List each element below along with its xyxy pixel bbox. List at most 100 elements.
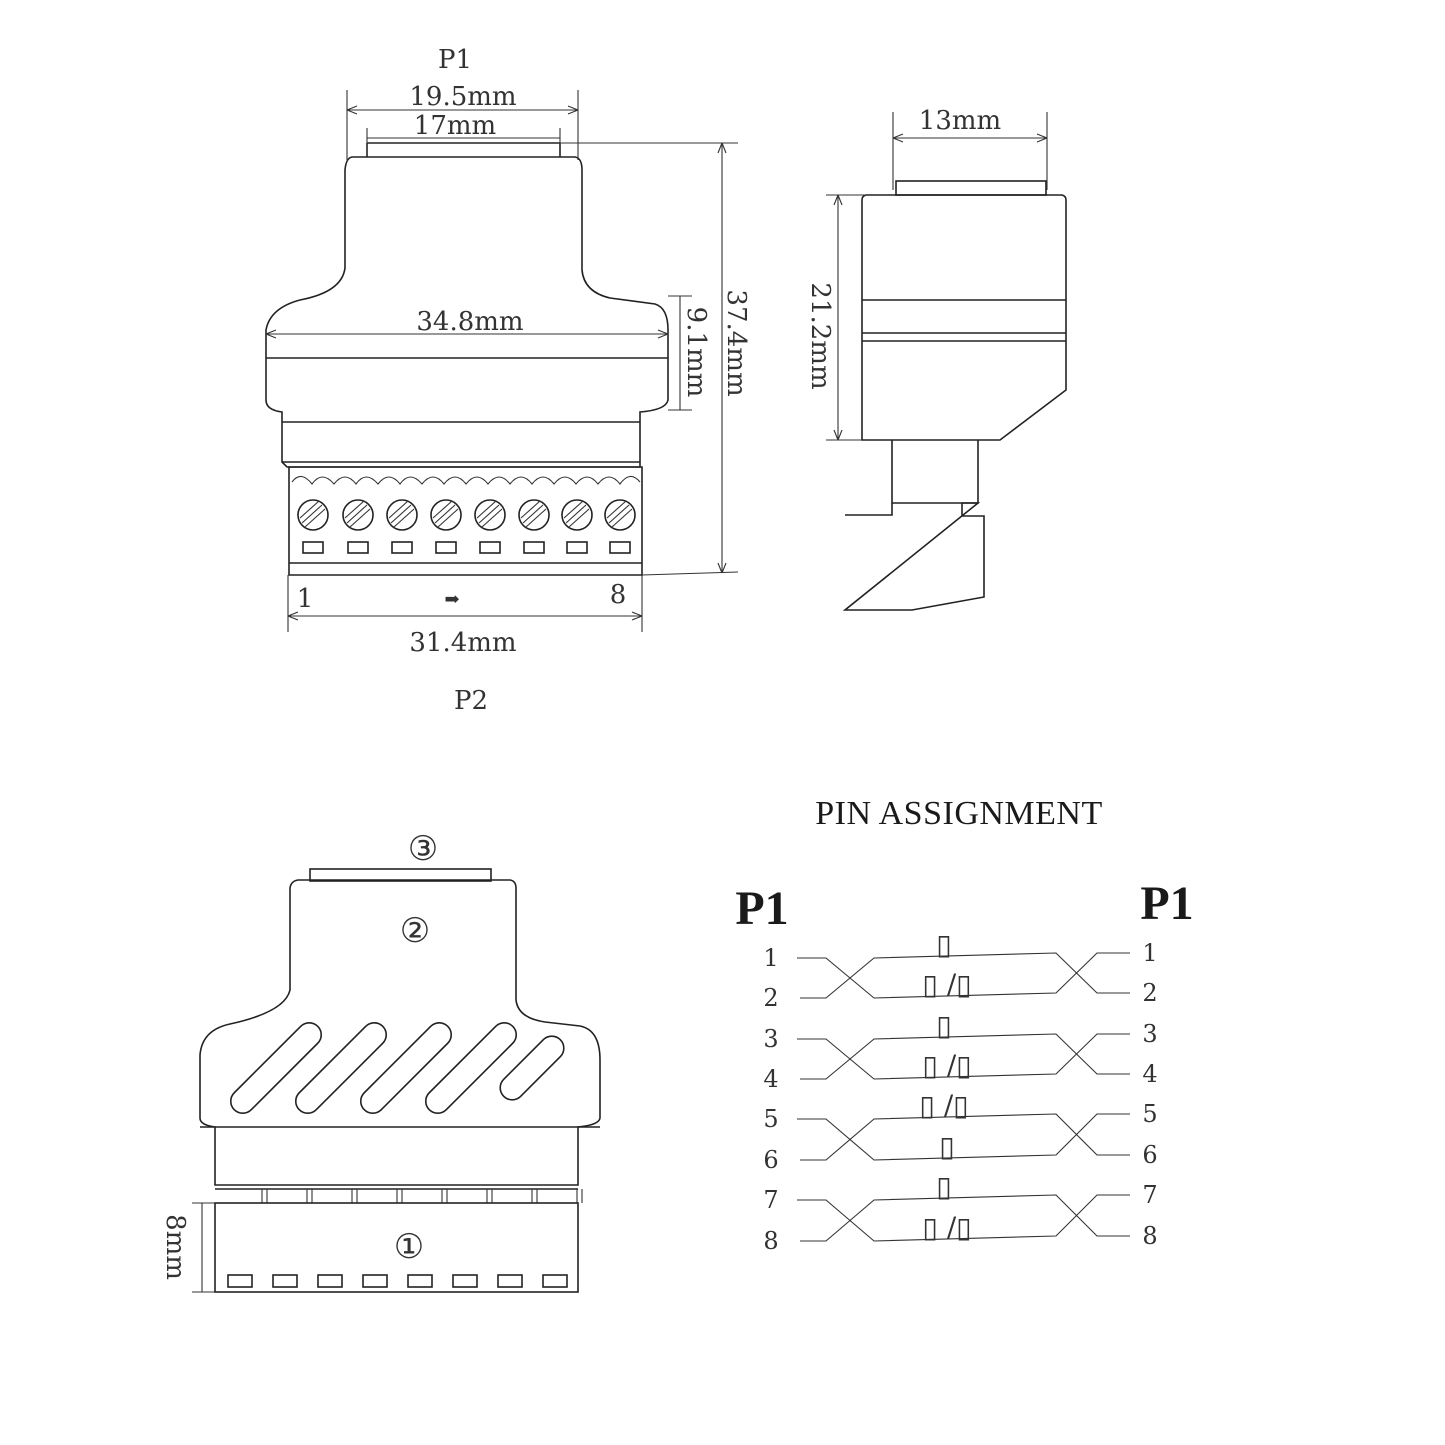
left-pin-number: 2 (763, 984, 778, 1012)
right-pin-number: 1 (1142, 939, 1157, 967)
right-pin-number: 2 (1142, 979, 1157, 1007)
dim-37-4-arrows (717, 142, 727, 574)
terminal-slot (391, 541, 413, 554)
left-pin-number: 1 (763, 944, 778, 972)
dim-37-4-ext-bottom (641, 571, 739, 576)
front-view: P1 19.5mm 17mm 34.8mm 9.1mm 37.4mm 1 ➡ 8… (265, 45, 751, 716)
right-pin-number: 8 (1142, 1222, 1157, 1250)
terminal-slot (302, 541, 324, 554)
terminal-screw (342, 499, 374, 531)
side-neck (891, 440, 979, 504)
terminal-slot (435, 541, 457, 554)
pair-color-top: ▯ (936, 1170, 951, 1203)
callout-terminal-slots (227, 1274, 568, 1288)
terminal-slot (609, 541, 631, 554)
pair-color-bottom: ▯ /▯ (922, 1211, 971, 1244)
left-pin-number: 7 (763, 1186, 778, 1214)
vent-slot (359, 1021, 453, 1115)
dim-31-4-arrows (287, 611, 643, 621)
side-terminal-outline (842, 502, 985, 611)
callout-part-2: ② (400, 911, 430, 951)
callout-slot (272, 1274, 298, 1288)
right-pin-number: 7 (1142, 1181, 1157, 1209)
dim-34-8-text: 34.8mm (416, 307, 523, 337)
terminal-screws (297, 499, 636, 531)
front-body-outline (265, 156, 669, 468)
dim-34-8-arrows (265, 329, 669, 339)
wire-pair: ▯ ▯ /▯ (797, 1009, 1130, 1082)
pin-assignment: PIN ASSIGNMENT P1 P1 1234567812345678▯▯ … (735, 795, 1193, 1255)
dim-9-1-text: 9.1mm (681, 307, 711, 398)
label-p1-top: P1 (438, 45, 472, 75)
vent-slot (424, 1021, 518, 1115)
dim-37-4-text: 37.4mm (721, 289, 751, 396)
terminal-slot (523, 541, 545, 554)
side-view: 13mm 21.2mm (805, 106, 1067, 611)
callout-slot (452, 1274, 478, 1288)
vent-slot (499, 1035, 565, 1101)
pin-first-label: 1 (297, 584, 314, 614)
dim-17-text: 17mm (414, 111, 496, 141)
terminal-screw (474, 499, 506, 531)
callout-body-outline (199, 879, 601, 1186)
label-p2-bottom: P2 (454, 686, 488, 716)
callout-slot (317, 1274, 343, 1288)
callout-view: 8mm ③ ② ① (160, 829, 601, 1293)
callout-part-1: ① (394, 1227, 424, 1267)
pair-color-bottom: ▯ /▯ (922, 968, 971, 1001)
vent-slot (294, 1021, 388, 1115)
callout-vent-slots (229, 1021, 565, 1115)
pin-assignment-title: PIN ASSIGNMENT (815, 795, 1103, 832)
terminal-screw (604, 499, 636, 531)
dim-21-2-text: 21.2mm (805, 282, 835, 389)
pin-left-header: P1 (735, 882, 788, 935)
wire-pair: ▯ ▯ /▯ (797, 928, 1130, 1001)
dim-21-2-arrows (833, 194, 843, 441)
side-body-outline (861, 194, 1067, 441)
top-plug-cap (366, 142, 561, 157)
pair-color-bottom: ▯ (939, 1130, 954, 1163)
callout-plug-cap (309, 868, 492, 882)
callout-strip-teeth (261, 1189, 583, 1203)
terminal-slot (479, 541, 501, 554)
right-pin-number: 5 (1142, 1100, 1157, 1128)
left-pin-number: 8 (763, 1227, 778, 1255)
callout-slot (497, 1274, 523, 1288)
vent-slot (229, 1021, 323, 1115)
dim-31-4-text: 31.4mm (409, 628, 516, 658)
right-pin-number: 4 (1142, 1060, 1157, 1088)
pin-last-label: 8 (610, 580, 627, 610)
right-pin-number: 6 (1142, 1141, 1157, 1169)
dim-13-arrows (892, 133, 1048, 143)
pin-right-header: P1 (1140, 877, 1193, 930)
callout-part-3: ③ (408, 829, 438, 869)
wire-pair: ▯ /▯ ▯ (797, 1089, 1130, 1163)
side-plug-cap (895, 180, 1047, 196)
wire-pair: ▯ ▯ /▯ (797, 1170, 1130, 1244)
direction-arrow-icon: ➡ (444, 589, 459, 610)
callout-slot (407, 1274, 433, 1288)
pin-wiring: 1 2 3 4 5 6 7 8 1 2 3 4 5 6 7 8 ▯ ▯ /▯ ▯ ▯ /▯ ▯ /▯ ▯ ▯ ▯ /▯ (763, 928, 1157, 1255)
terminal-slot (566, 541, 588, 554)
right-pin-number: 3 (1142, 1020, 1157, 1048)
pair-color-top: ▯ (936, 1009, 951, 1042)
callout-terminal-block (214, 1202, 579, 1293)
callout-slot (227, 1274, 253, 1288)
callout-slot (362, 1274, 388, 1288)
left-pin-number: 4 (763, 1065, 778, 1093)
terminal-screw (561, 499, 593, 531)
left-pin-number: 3 (763, 1025, 778, 1053)
pair-color-bottom: ▯ /▯ (922, 1049, 971, 1082)
terminal-screw (386, 499, 418, 531)
left-pin-number: 6 (763, 1146, 778, 1174)
terminal-slot (347, 541, 369, 554)
pair-color-top: ▯ /▯ (919, 1089, 968, 1122)
dim-19-5-arrows (346, 105, 579, 115)
terminal-screw (297, 499, 329, 531)
pair-color-top: ▯ (936, 928, 951, 961)
left-pin-number: 5 (763, 1105, 778, 1133)
dim-19-5-text: 19.5mm (409, 82, 516, 112)
terminal-slots (302, 541, 631, 554)
terminal-block-scallop (291, 475, 641, 485)
